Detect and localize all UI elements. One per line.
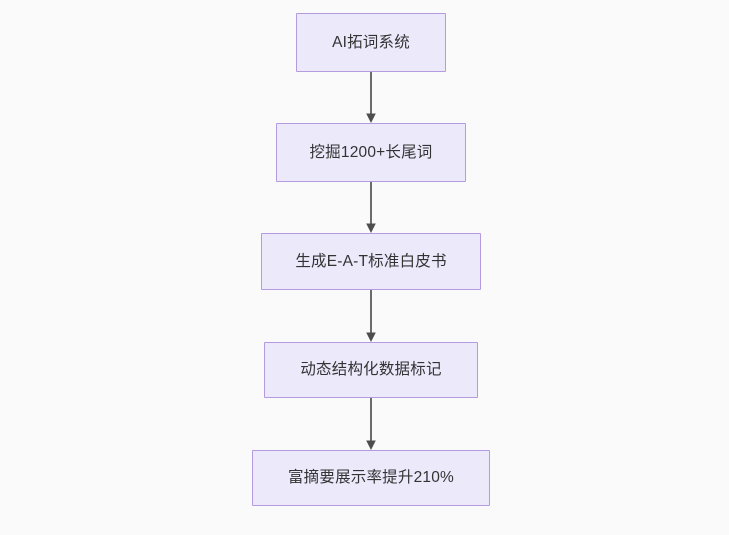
flowchart-node-eat-whitepaper[interactable]: 生成E-A-T标准白皮书: [261, 233, 481, 290]
node-label: 富摘要展示率提升210%: [287, 469, 455, 487]
edge-n2-n3: [366, 182, 376, 233]
node-label: 动态结构化数据标记: [300, 361, 442, 379]
edge-n4-n5: [366, 398, 376, 450]
flowchart-node-structured-data-markup[interactable]: 动态结构化数据标记: [264, 342, 478, 398]
flowchart-node-ai-keyword-system[interactable]: AI拓词系统: [296, 13, 446, 72]
node-label: 生成E-A-T标准白皮书: [295, 252, 447, 270]
node-label: 挖掘1200+长尾词: [309, 143, 433, 161]
edge-n1-n2: [366, 72, 376, 123]
flowchart-node-longtail-keywords[interactable]: 挖掘1200+长尾词: [276, 123, 466, 182]
flowchart-node-rich-snippet-result[interactable]: 富摘要展示率提升210%: [252, 450, 490, 506]
edge-n3-n4: [366, 290, 376, 342]
node-label: AI拓词系统: [332, 33, 410, 51]
